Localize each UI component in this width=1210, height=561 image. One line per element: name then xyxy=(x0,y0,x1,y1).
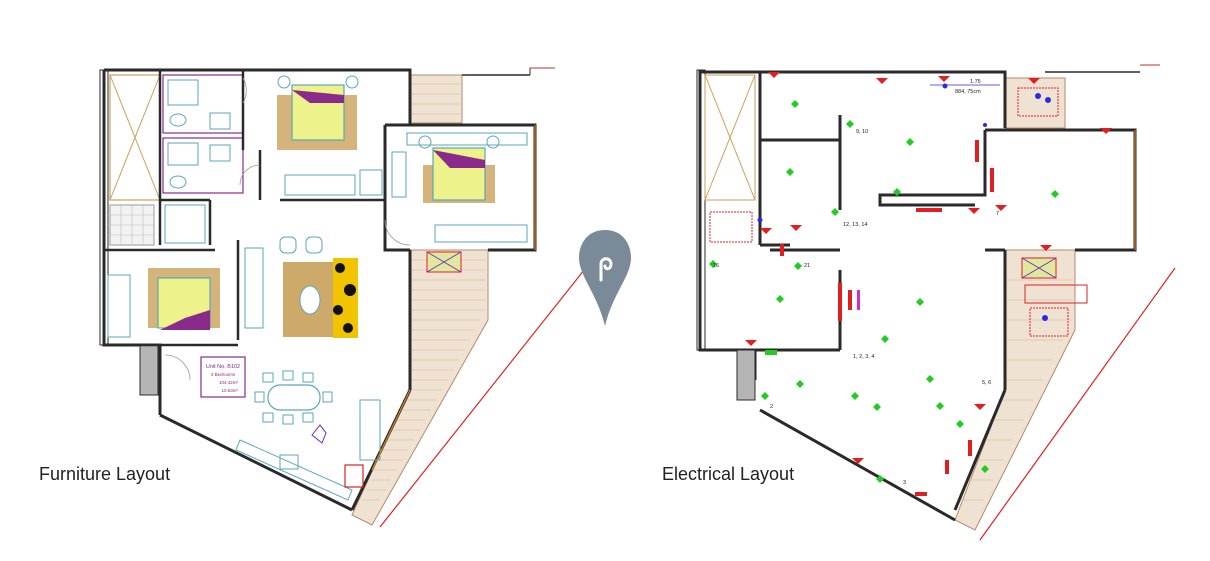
elec-label-9-10: 9, 10 xyxy=(856,129,868,135)
elec-outer-walls xyxy=(698,70,1137,522)
terrace-deck xyxy=(351,249,489,526)
dining-table xyxy=(267,384,321,411)
wardrobe xyxy=(284,174,356,196)
elec-label-dimension: 1.75 xyxy=(970,79,981,85)
terrace-hatching xyxy=(362,259,486,501)
wardrobe-3 xyxy=(107,274,131,338)
elec-terrace xyxy=(954,249,1076,531)
furniture-layout-caption: Furniture Layout xyxy=(39,464,171,484)
elec-label-5-6: 5, 6 xyxy=(982,380,991,386)
elec-label-16: 16 xyxy=(713,263,719,269)
unit-internal-area: 104.42m² xyxy=(219,380,239,385)
elec-label-3: 3 xyxy=(903,480,906,486)
kitchen-counter xyxy=(235,439,353,501)
unit-info-box xyxy=(200,356,246,398)
furniture-floorplan: Unit No. B102 3 Bedrooms 104.42m² 10.63m… xyxy=(99,67,601,528)
elec-label-21: 21 xyxy=(804,263,810,269)
elec-view-line xyxy=(979,267,1176,541)
armchairs xyxy=(279,236,323,254)
unit-number: Unit No. B102 xyxy=(206,364,240,370)
unit-external-area: 10.63m² xyxy=(221,388,238,393)
furniture-layout-panel: Unit No. B102 3 Bedrooms 104.42m² 10.63m… xyxy=(0,0,601,556)
elec-label-12-14: 12, 13, 14 xyxy=(843,222,867,228)
elec-note-box xyxy=(1024,284,1088,304)
plant-symbol xyxy=(311,424,327,444)
view-line xyxy=(379,249,601,528)
coffee-table xyxy=(299,285,321,315)
electrical-green-symbols xyxy=(709,100,1059,483)
map-pin-icon[interactable] xyxy=(575,228,635,328)
bathroom-2 xyxy=(162,137,244,194)
electrical-layout-caption: Electrical Layout xyxy=(662,464,795,484)
elec-label-height: 884, 75cm xyxy=(955,89,981,95)
elec-panel-box xyxy=(709,211,753,243)
elec-label-2: 2 xyxy=(770,404,773,410)
elec-label-1-4: 1, 2, 3, 4 xyxy=(853,354,874,360)
electrical-floorplan: 9, 10 12, 13, 14 16 21 1, 2, 3, 4 5, 6 7… xyxy=(696,64,1176,541)
column xyxy=(139,344,159,396)
elec-label-7: 7 xyxy=(996,211,999,217)
electrical-layout-panel: 9, 10 12, 13, 14 16 21 1, 2, 3, 4 5, 6 7… xyxy=(655,0,1210,556)
electrical-red-symbols xyxy=(745,72,1112,496)
upper-balcony xyxy=(409,74,463,124)
unit-bedrooms: 3 Bedrooms xyxy=(211,372,236,377)
bathroom-1 xyxy=(162,74,244,134)
